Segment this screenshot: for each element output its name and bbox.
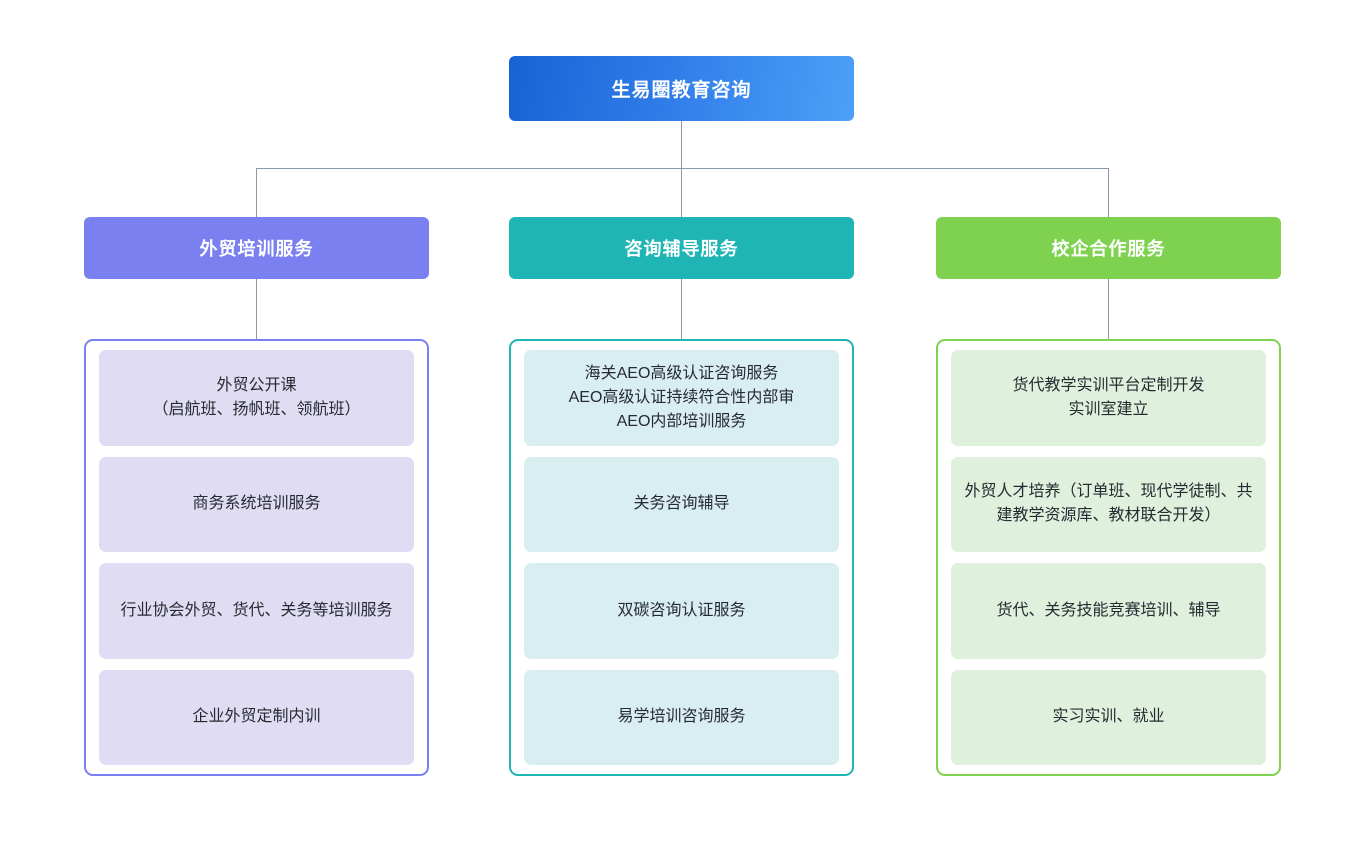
leaf-item[interactable]: 企业外贸定制内训 xyxy=(99,669,414,765)
branch-group-3: 货代教学实训平台定制开发 实训室建立 外贸人才培养（订单班、现代学徒制、共建教学… xyxy=(936,339,1281,776)
leaf-item[interactable]: 商务系统培训服务 xyxy=(99,456,414,552)
branch-column-3: 校企合作服务 货代教学实训平台定制开发 实训室建立 外贸人才培养（订单班、现代学… xyxy=(936,217,1281,776)
connector-root-vertical xyxy=(681,121,682,168)
leaf-item[interactable]: 双碳咨询认证服务 xyxy=(524,563,839,659)
leaf-item[interactable]: 关务咨询辅导 xyxy=(524,456,839,552)
connector-branch-2-to-group xyxy=(681,279,682,339)
branch-column-1: 外贸培训服务 外贸公开课 （启航班、扬帆班、领航班） 商务系统培训服务 行业协会… xyxy=(84,217,429,776)
branch-column-2: 咨询辅导服务 海关AEO高级认证咨询服务 AEO高级认证持续符合性内部审 AEO… xyxy=(509,217,854,776)
branch-header-3[interactable]: 校企合作服务 xyxy=(936,217,1281,279)
leaf-item[interactable]: 实习实训、就业 xyxy=(951,669,1266,765)
leaf-item[interactable]: 易学培训咨询服务 xyxy=(524,669,839,765)
connector-branch-1-to-group xyxy=(256,279,257,339)
leaf-item[interactable]: 行业协会外贸、货代、关务等培训服务 xyxy=(99,563,414,659)
branch-header-1[interactable]: 外贸培训服务 xyxy=(84,217,429,279)
connector-branch-3-vertical xyxy=(1108,168,1109,217)
branch-header-2[interactable]: 咨询辅导服务 xyxy=(509,217,854,279)
connector-branch-3-to-group xyxy=(1108,279,1109,339)
branch-group-1: 外贸公开课 （启航班、扬帆班、领航班） 商务系统培训服务 行业协会外贸、货代、关… xyxy=(84,339,429,776)
connector-branch-2-vertical xyxy=(681,168,682,217)
leaf-item[interactable]: 外贸公开课 （启航班、扬帆班、领航班） xyxy=(99,350,414,446)
root-node[interactable]: 生易圈教育咨询 xyxy=(509,56,854,121)
connector-horizontal-bus xyxy=(256,168,1109,169)
leaf-item[interactable]: 海关AEO高级认证咨询服务 AEO高级认证持续符合性内部审 AEO内部培训服务 xyxy=(524,350,839,446)
leaf-item[interactable]: 外贸人才培养（订单班、现代学徒制、共建教学资源库、教材联合开发） xyxy=(951,456,1266,552)
connector-branch-1-vertical xyxy=(256,168,257,217)
branch-group-2: 海关AEO高级认证咨询服务 AEO高级认证持续符合性内部审 AEO内部培训服务 … xyxy=(509,339,854,776)
leaf-item[interactable]: 货代教学实训平台定制开发 实训室建立 xyxy=(951,350,1266,446)
leaf-item[interactable]: 货代、关务技能竞赛培训、辅导 xyxy=(951,563,1266,659)
